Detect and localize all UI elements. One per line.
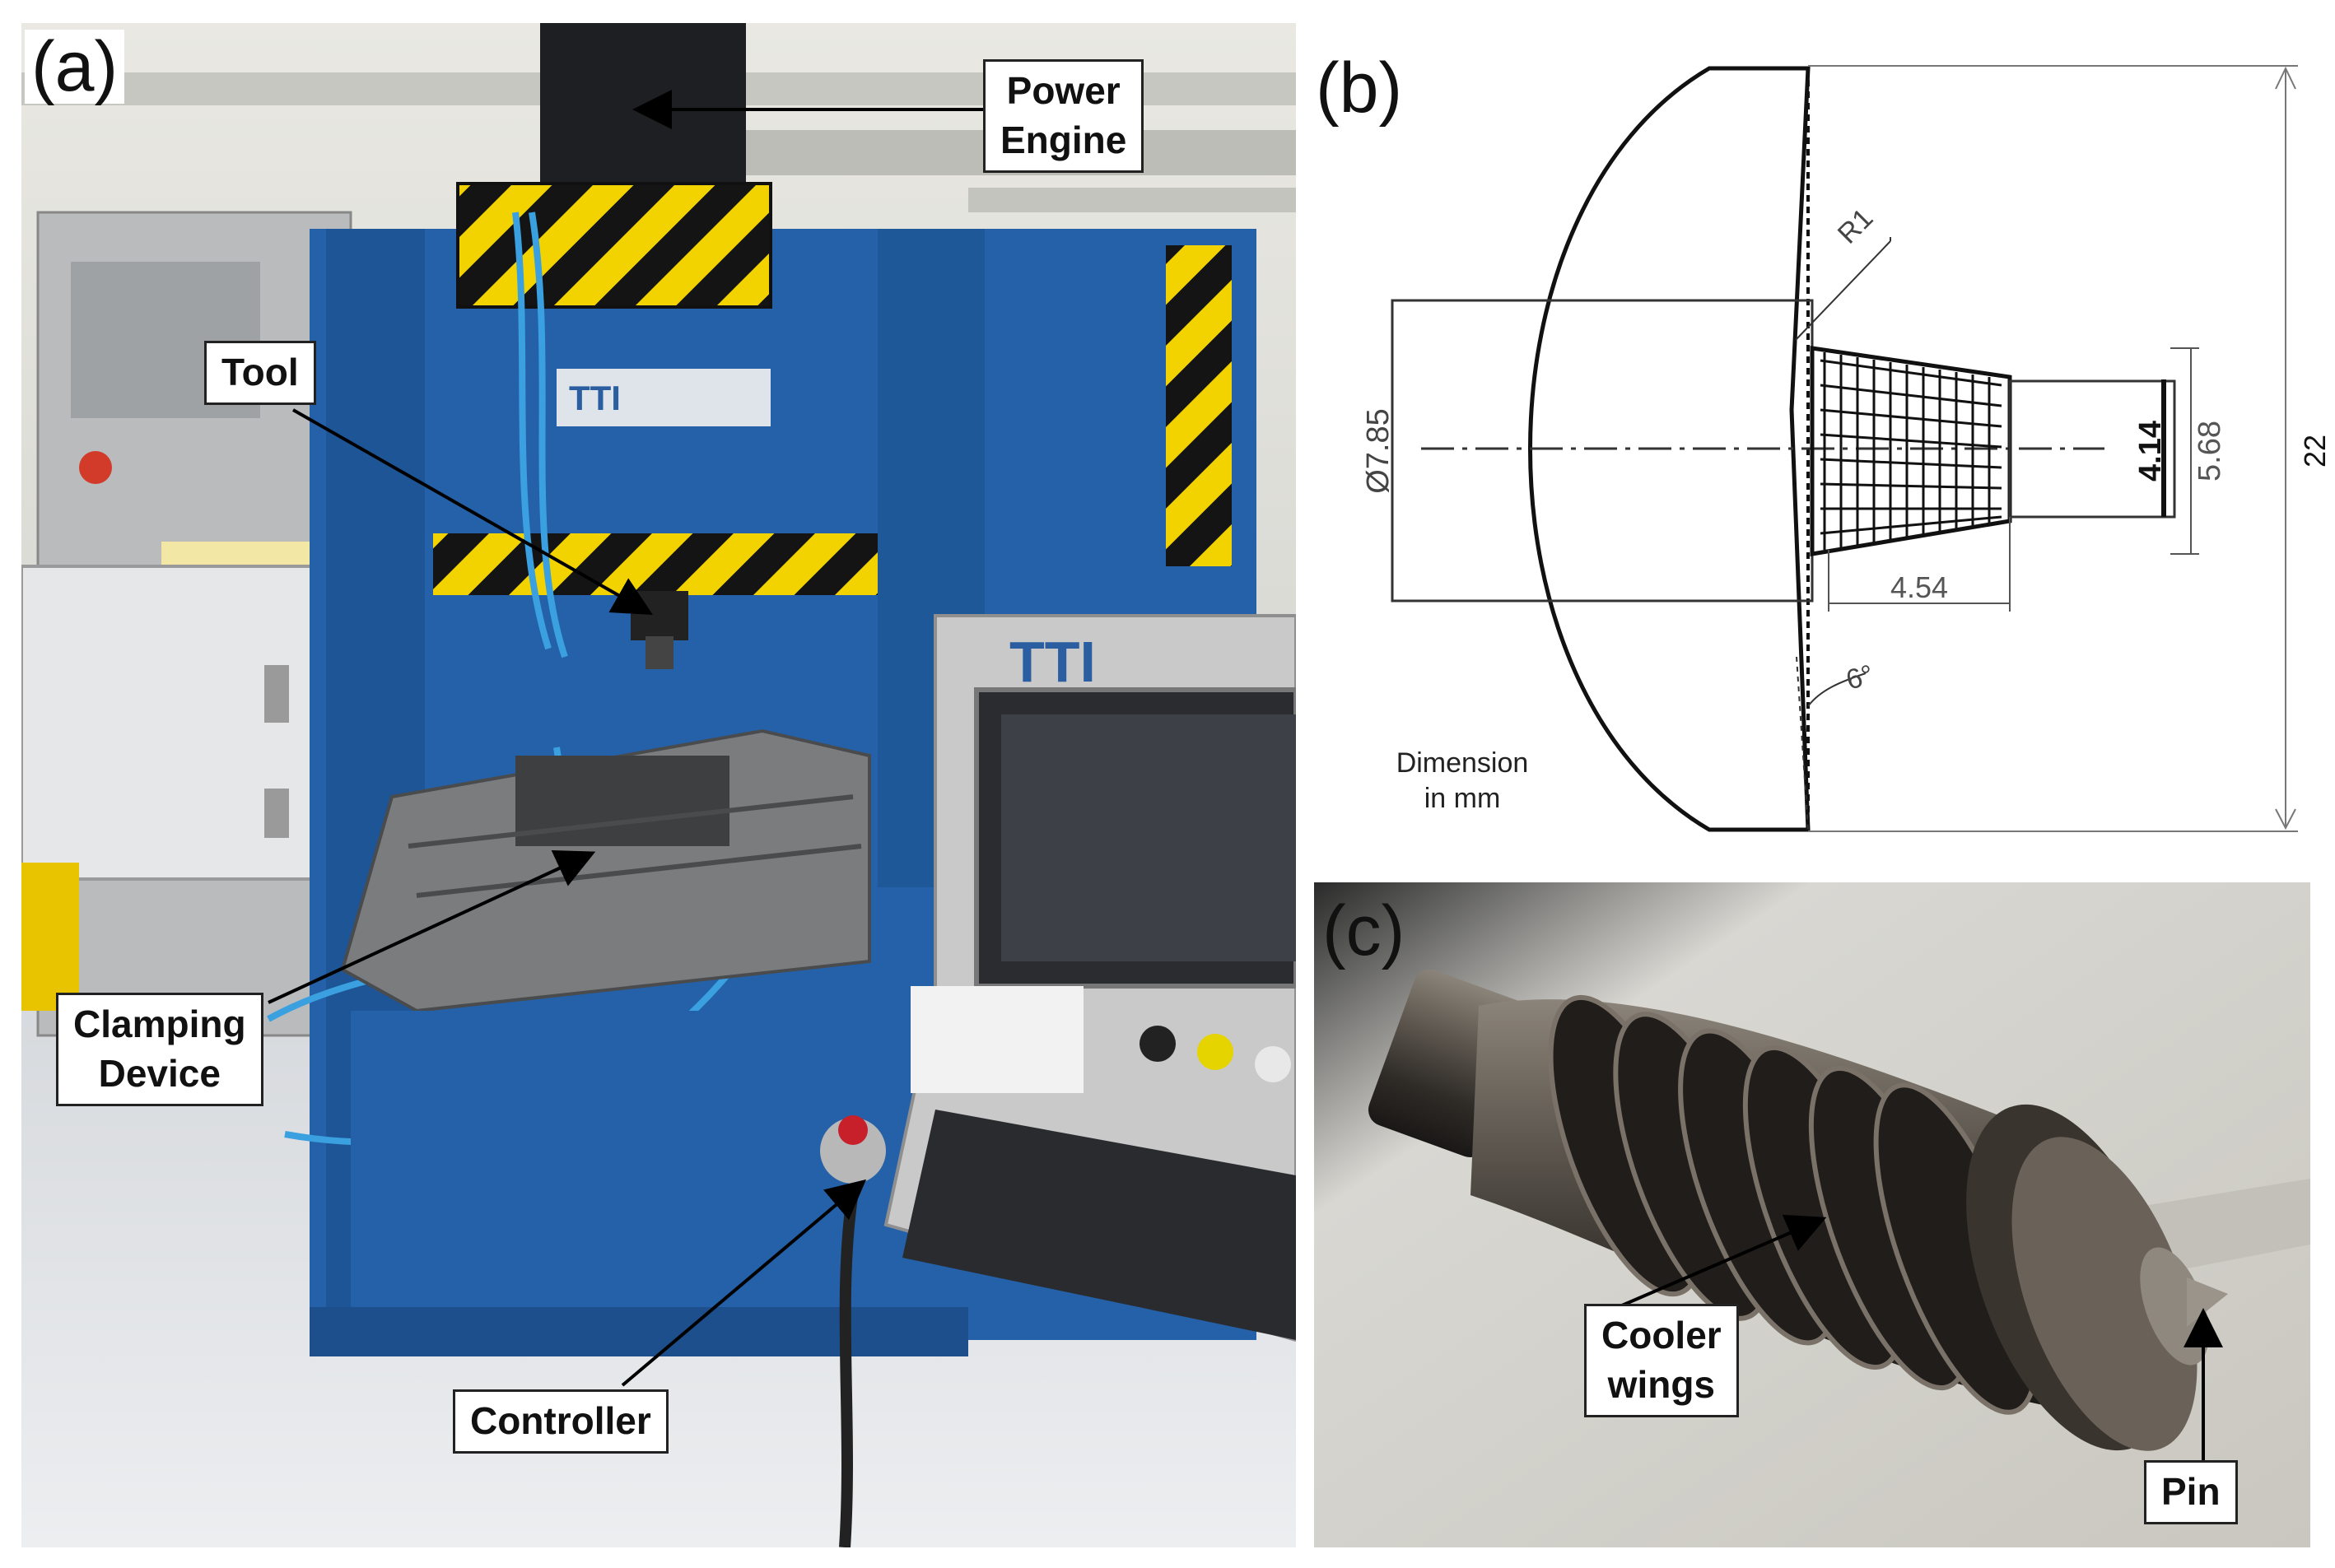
machine-logo-text: TTI — [569, 379, 621, 417]
panel-c-label: (c) — [1322, 891, 1405, 970]
dim-diameter: Ø7.85 — [1361, 408, 1396, 494]
callout-tool-line1: Tool — [221, 351, 299, 393]
shoulder-outline — [1528, 66, 1811, 832]
panel-a-arrows — [268, 90, 983, 1387]
console-logo-text: TTI — [1009, 630, 1096, 694]
panel-c-arrows — [1610, 1214, 2223, 1460]
arrow-cooler-wings — [1610, 1214, 1827, 1312]
dimension-note-line1: Dimension — [1396, 747, 1529, 779]
panel-b-label: (b) — [1316, 49, 1403, 128]
callout-power-engine: Power Engine — [983, 59, 1144, 173]
dim-pin-large: 5.68 — [2193, 421, 2227, 482]
callout-pin-line1: Pin — [2161, 1470, 2221, 1513]
callout-clamping-device-line2: Device — [98, 1051, 221, 1095]
panel-a-label: (a) — [25, 30, 125, 104]
dimension-note-line2: in mm — [1424, 783, 1501, 814]
arrow-controller — [621, 1179, 867, 1387]
dim-total: 22 — [2298, 435, 2332, 468]
machine-photo: TTI TTI — [21, 23, 1296, 1547]
tool-drawing: Ø7.85 R1 4.14 5.68 4.54 22 6° Dimension … — [1361, 65, 2332, 832]
panel-a-machine-photo: TTI TTI (a) — [21, 23, 1296, 1547]
dim-radius: R1 — [1832, 202, 1880, 250]
cooler-wings — [1548, 994, 2039, 1415]
dim-angle: 6° — [1843, 659, 1876, 696]
pin-threads — [1820, 352, 2002, 550]
pin-end-box — [2008, 379, 2176, 519]
callout-cooler-wings: Cooler wings — [1584, 1304, 1739, 1417]
callout-power-engine-line2: Engine — [1000, 118, 1127, 161]
callout-power-engine-line1: Power — [1006, 69, 1121, 112]
callout-cooler-wings-line2: wings — [1607, 1362, 1716, 1406]
panel-b-tool-drawing: (b) — [1314, 23, 2335, 854]
callout-controller-line1: Controller — [470, 1399, 651, 1442]
arrow-clamping-device — [268, 849, 596, 1004]
panel-c-tool-photo: (c) Cooler wings Pin — [1314, 882, 2310, 1547]
dim-pin-small: 4.14 — [2133, 421, 2168, 482]
callout-cooler-wings-line1: Cooler — [1601, 1314, 1722, 1356]
callout-clamping-device: Clamping Device — [56, 993, 263, 1106]
callout-pin: Pin — [2144, 1460, 2238, 1524]
dim-pin-length: 4.54 — [1890, 570, 1948, 604]
arrow-tool — [292, 408, 653, 615]
diameter-box — [1391, 299, 1814, 603]
callout-clamping-device-line1: Clamping — [73, 1003, 246, 1045]
callout-controller: Controller — [453, 1389, 669, 1454]
callout-tool: Tool — [204, 341, 316, 405]
